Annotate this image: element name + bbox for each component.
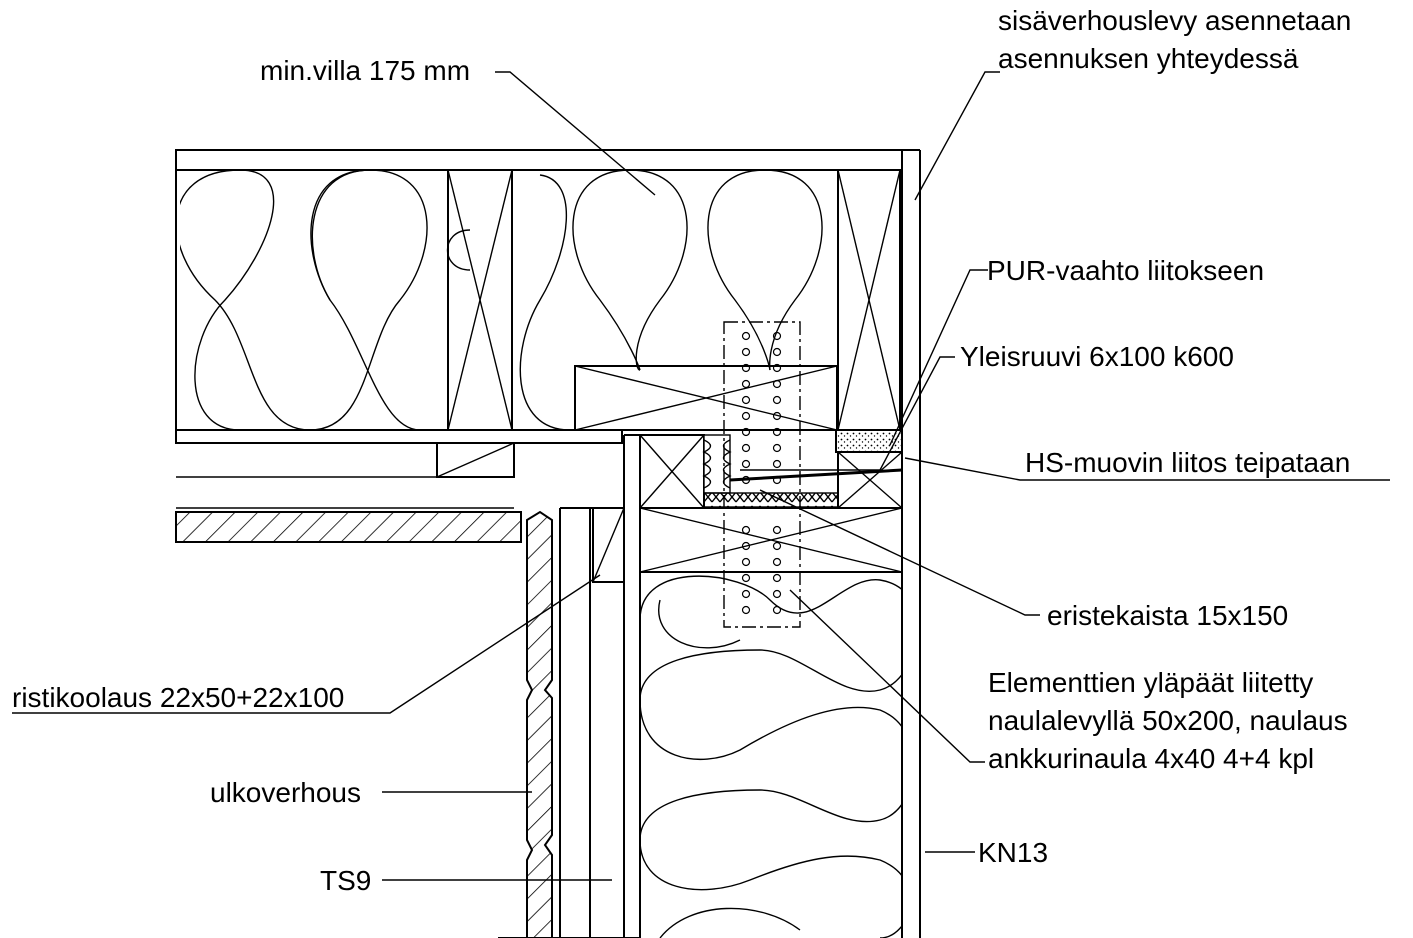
label-eristekaista: eristekaista 15x150 (1047, 600, 1288, 631)
label-sisaverhous-line1: sisäverhouslevy asennetaan (998, 5, 1351, 36)
leader-lines (12, 71, 1390, 881)
label-hs-muovi: HS-muovin liitos teipataan (1025, 447, 1350, 478)
label-elementtien-line1: Elementtien yläpäät liitetty (988, 667, 1313, 698)
roof-stud-2 (837, 169, 901, 431)
roof-stud-1 (447, 169, 513, 431)
label-ristikoolaus: ristikoolaus 22x50+22x100 (12, 682, 344, 713)
label-min-villa: min.villa 175 mm (260, 55, 470, 86)
label-pur: PUR-vaahto liitokseen (987, 255, 1264, 286)
roof-insulation (180, 170, 823, 430)
anchor-nails (741, 331, 782, 615)
label-yleisruuvi: Yleisruuvi 6x100 k600 (960, 341, 1234, 372)
roof-element (175, 149, 903, 543)
label-ulkoverhous: ulkoverhous (210, 777, 361, 808)
label-elementtien-line3: ankkurinaula 4x40 4+4 kpl (988, 743, 1314, 774)
exterior-cladding (498, 507, 640, 938)
roof-blocking (574, 365, 838, 431)
label-ts9: TS9 (320, 865, 371, 896)
label-elementtien-line2: naulalevyllä 50x200, naulaus (988, 705, 1348, 736)
wall-insulation (640, 575, 902, 938)
nail-plate (723, 321, 801, 628)
label-kn13: KN13 (978, 837, 1048, 868)
label-sisaverhous-line2: asennuksen yhteydessä (998, 43, 1299, 74)
